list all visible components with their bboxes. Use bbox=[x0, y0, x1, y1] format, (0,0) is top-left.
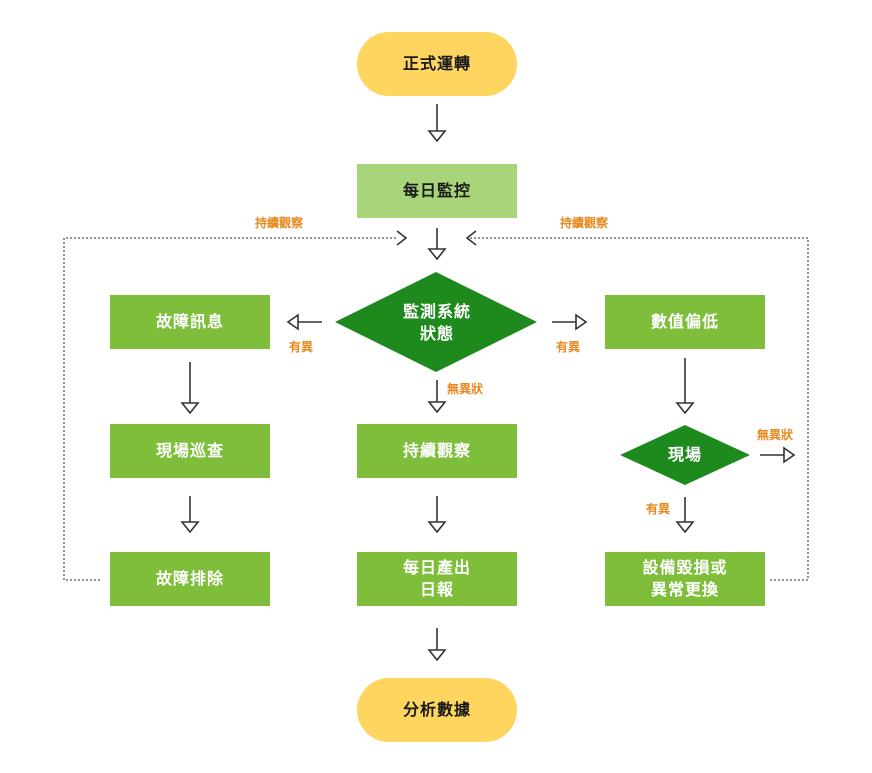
loop-left bbox=[63, 237, 396, 581]
label-has-abnormal-right: 有異 bbox=[556, 340, 581, 354]
low-value-node: 數值偏低 bbox=[605, 295, 765, 349]
fault-message-node: 故障訊息 bbox=[110, 295, 270, 349]
troubleshoot-node: 故障排除 bbox=[110, 552, 270, 606]
status-node: 監測系統 狀態 bbox=[402, 302, 471, 343]
label-has-abnormal-site: 有異 bbox=[646, 502, 671, 516]
label-has-abnormal-left: 有異 bbox=[289, 340, 314, 354]
status-diamond bbox=[335, 272, 537, 372]
analyze-node: 分析數據 bbox=[357, 678, 517, 742]
site-diamond bbox=[620, 425, 750, 485]
label-no-abnormal-center: 無異狀 bbox=[447, 382, 484, 396]
site-patrol-node: 現場巡查 bbox=[110, 424, 270, 478]
label-observe-left: 持續觀察 bbox=[255, 216, 304, 230]
start-node: 正式運轉 bbox=[357, 32, 517, 96]
replace-node: 設備毀損或 異常更換 bbox=[605, 552, 765, 606]
site-node: 現場 bbox=[667, 445, 702, 464]
arrowhead bbox=[427, 130, 447, 143]
label-no-abnormal-right: 無異狀 bbox=[757, 428, 794, 442]
keep-observe-node: 持續觀察 bbox=[357, 424, 517, 478]
daily-report-node: 每日產出 日報 bbox=[357, 552, 517, 606]
monitor-node: 每日監控 bbox=[357, 164, 517, 218]
loop-right bbox=[468, 237, 809, 581]
label-observe-right: 持續觀察 bbox=[560, 216, 609, 230]
